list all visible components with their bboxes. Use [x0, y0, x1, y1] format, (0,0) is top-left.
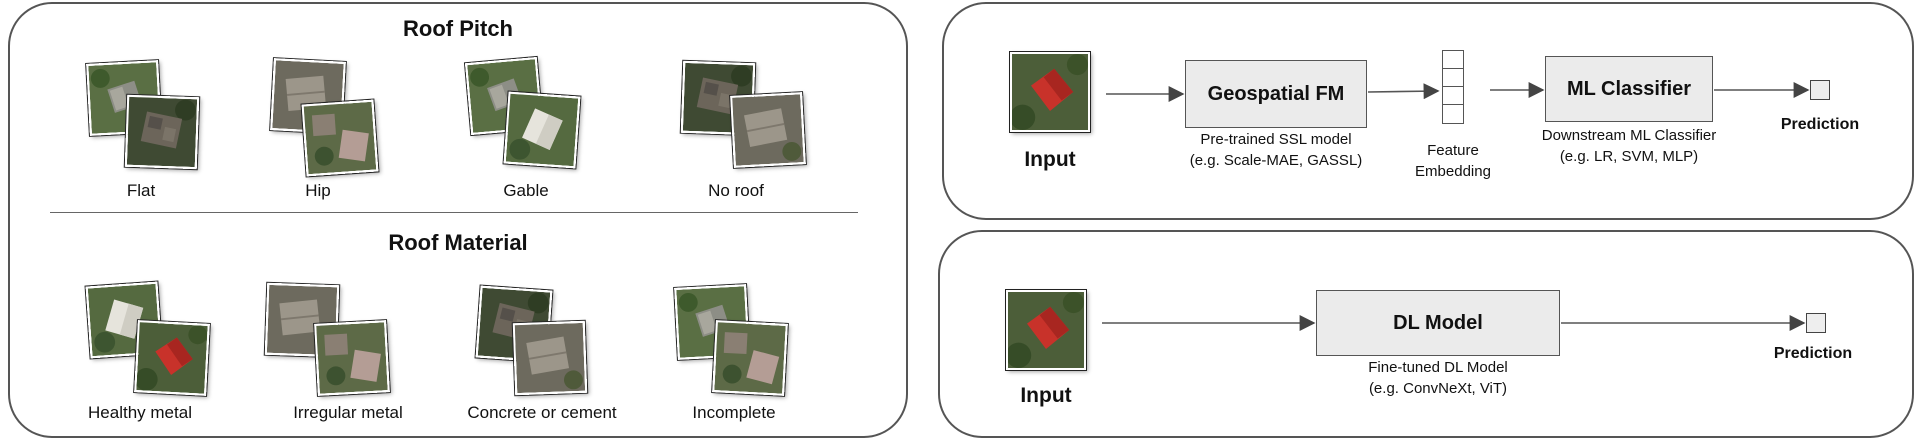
- top-input-label: Input: [1024, 148, 1076, 171]
- bottom-input-label: Input: [1020, 384, 1072, 407]
- fm-caption-line-2: (e.g. Scale-MAE, GASSL): [1189, 152, 1363, 169]
- healthy-metal-label: Healthy metal: [88, 403, 192, 422]
- ml-classifier-box: ML Classifier: [1545, 56, 1713, 122]
- classifier-caption-line-2: (e.g. LR, SVM, MLP): [1559, 148, 1699, 165]
- concrete-or-cement-label: Concrete or cement: [467, 403, 617, 422]
- top-prediction-output: [1810, 80, 1830, 100]
- fm-caption-line-1: Pre-trained SSL model: [1200, 131, 1352, 148]
- embedding-caption-line-1: Feature: [1427, 142, 1479, 159]
- no-roof-label: No roof: [708, 181, 764, 200]
- bottom-prediction-label: Prediction: [1773, 345, 1853, 362]
- irregular-metal-label: Irregular metal: [293, 403, 403, 422]
- top-input-image: [1010, 52, 1090, 132]
- feature-embedding-vector: [1442, 50, 1464, 124]
- arrow-fm-to-embedding: [1367, 83, 1440, 100]
- hip-label: Hip: [305, 181, 331, 200]
- gable-label: Gable: [503, 181, 549, 200]
- dl-caption-line-1: Fine-tuned DL Model: [1368, 359, 1508, 376]
- top-prediction-label: Prediction: [1780, 116, 1860, 133]
- classifier-caption-line-1: Downstream ML Classifier: [1541, 127, 1717, 144]
- incomplete-label: Incomplete: [692, 403, 776, 422]
- roof-pitch-title: Roof Pitch: [403, 16, 513, 41]
- dl-model-box: DL Model: [1316, 290, 1560, 356]
- geospatial-fm-box: Geospatial FM: [1185, 60, 1367, 128]
- foundation-model-pipeline-panel: [942, 2, 1914, 220]
- flat-label: Flat: [126, 181, 156, 200]
- section-divider: [50, 212, 858, 213]
- bottom-input-image: [1006, 290, 1086, 370]
- embedding-caption-line-2: Embedding: [1415, 163, 1491, 180]
- dl-caption-line-2: (e.g. ConvNeXt, ViT): [1368, 380, 1508, 397]
- roof-material-title: Roof Material: [388, 230, 528, 255]
- bottom-prediction-output: [1806, 313, 1826, 333]
